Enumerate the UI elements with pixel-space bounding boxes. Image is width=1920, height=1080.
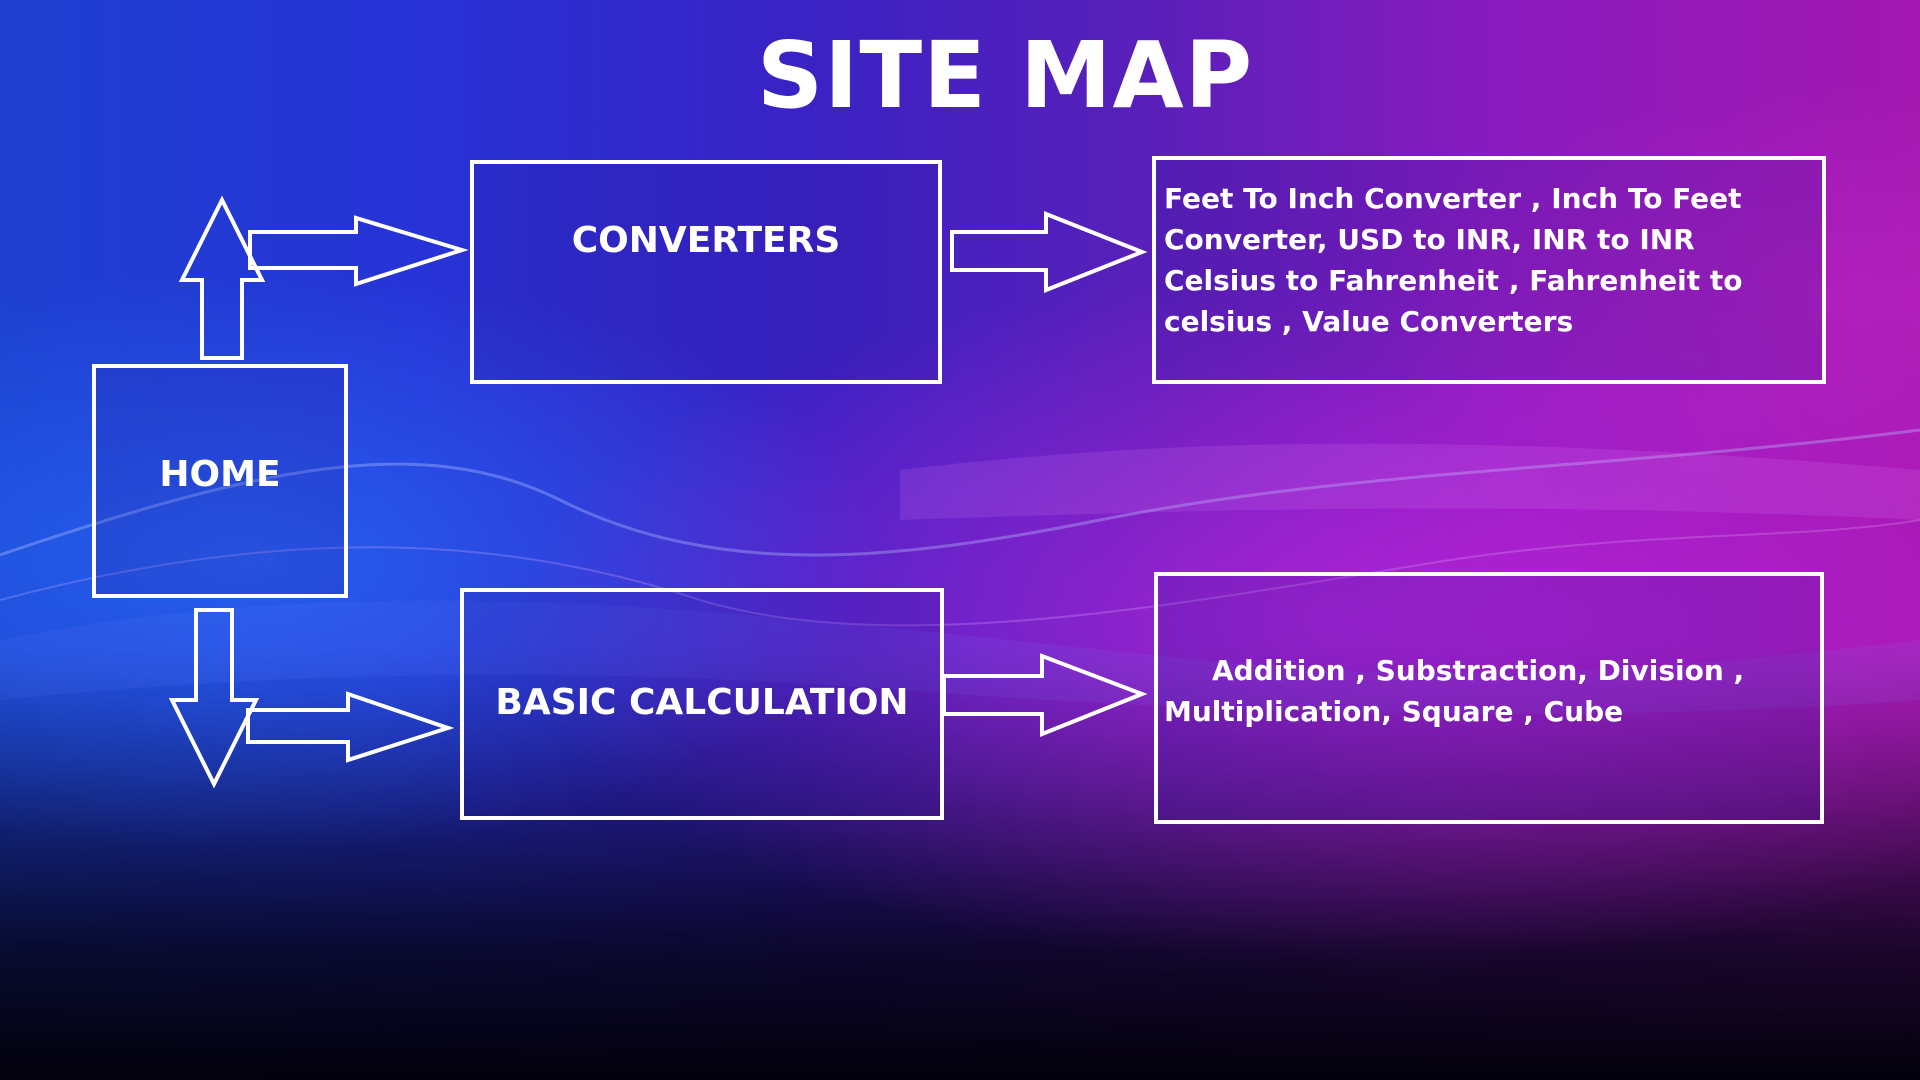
converters-detail-line-3: Celsius to Fahrenheit , Fahrenheit to <box>1164 264 1743 297</box>
node-home: HOME <box>92 364 348 598</box>
node-basic-calculation-detail: Addition , Substraction, Division , Mult… <box>1154 572 1824 824</box>
basic-detail-line-2: Multiplication, Square , Cube <box>1164 695 1624 728</box>
node-converters: CONVERTERS <box>470 160 942 384</box>
converters-detail-line-4: celsius , Value Converters <box>1164 305 1574 338</box>
arrow-basic-to-detail <box>942 653 1148 737</box>
arrow-converters-to-detail <box>950 211 1148 293</box>
page-title: SITE MAP <box>756 22 1254 129</box>
arrow-to-basic-calculation <box>246 691 455 763</box>
converters-detail-line-1: Feet To Inch Converter , Inch To Feet <box>1164 182 1742 215</box>
node-basic-calculation: BASIC CALCULATION <box>460 588 944 820</box>
arrow-to-converters <box>248 215 469 287</box>
converters-detail-text: Feet To Inch Converter , Inch To Feet Co… <box>1164 178 1820 342</box>
converters-detail-line-2: Converter, USD to INR, INR to INR <box>1164 223 1695 256</box>
node-converters-label: CONVERTERS <box>571 220 841 261</box>
node-converters-detail: Feet To Inch Converter , Inch To Feet Co… <box>1152 156 1826 384</box>
basic-detail-text: Addition , Substraction, Division , Mult… <box>1164 650 1820 732</box>
node-home-label: HOME <box>159 454 281 495</box>
arrow-up-from-home <box>178 195 266 360</box>
basic-detail-line-1: Addition , Substraction, Division , <box>1212 654 1745 687</box>
arrow-down-from-home <box>168 608 260 789</box>
node-basic-calculation-label: BASIC CALCULATION <box>495 682 909 723</box>
